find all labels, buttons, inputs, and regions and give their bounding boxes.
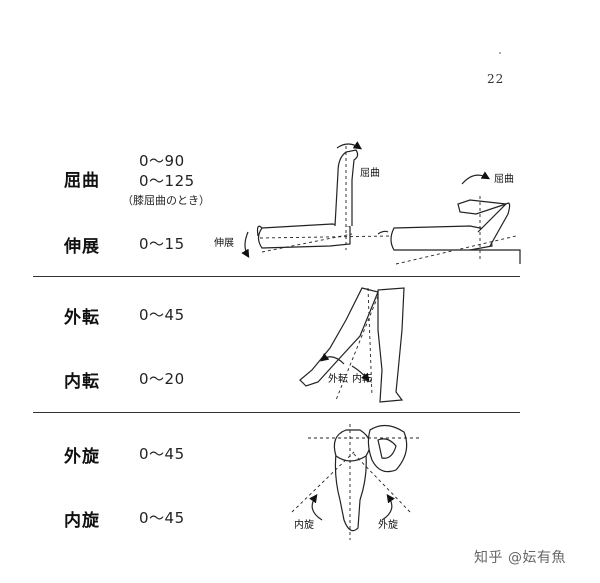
fig-label-flexion-b: 屈曲 bbox=[494, 173, 514, 185]
range-external-rotation: 0〜45 bbox=[139, 445, 185, 463]
fig-label-adduction: 内転 bbox=[352, 372, 372, 385]
figure-rotation bbox=[291, 424, 420, 540]
label-flexion: 屈曲 bbox=[64, 171, 100, 191]
fig-label-abduction: 外転 bbox=[328, 373, 348, 385]
note-knee-flexion: （膝屈曲のとき） bbox=[122, 194, 210, 207]
label-abduction: 外転 bbox=[64, 308, 100, 328]
fig-label-flexion-a: 屈曲 bbox=[360, 167, 380, 179]
fig-label-extension: 伸展 bbox=[214, 237, 234, 249]
range-abduction: 0〜45 bbox=[139, 306, 185, 324]
figure-abduction-adduction bbox=[299, 287, 405, 403]
fig-label-external-rotation: 外旋 bbox=[378, 518, 398, 531]
range-internal-rotation: 0〜45 bbox=[139, 509, 185, 527]
range-flexion-2: 0〜125 bbox=[139, 172, 195, 190]
watermark: 知乎 @妘有魚 bbox=[474, 550, 566, 566]
range-adduction: 0〜20 bbox=[139, 370, 185, 388]
fig-label-internal-rotation: 内旋 bbox=[294, 518, 314, 531]
figure-flexion-straight-leg bbox=[241, 141, 391, 259]
label-extension: 伸展 bbox=[64, 237, 100, 257]
scan-speck bbox=[499, 52, 501, 54]
page-number: 22 bbox=[487, 72, 505, 86]
section-divider-1 bbox=[33, 276, 520, 277]
label-external-rotation: 外旋 bbox=[64, 447, 100, 467]
range-flexion-1: 0〜90 bbox=[139, 152, 185, 170]
label-adduction: 内転 bbox=[64, 372, 100, 392]
figure-flexion-bent-knee bbox=[390, 171, 521, 265]
label-internal-rotation: 内旋 bbox=[64, 511, 100, 531]
range-extension: 0〜15 bbox=[139, 235, 185, 253]
section-divider-2 bbox=[33, 412, 520, 413]
